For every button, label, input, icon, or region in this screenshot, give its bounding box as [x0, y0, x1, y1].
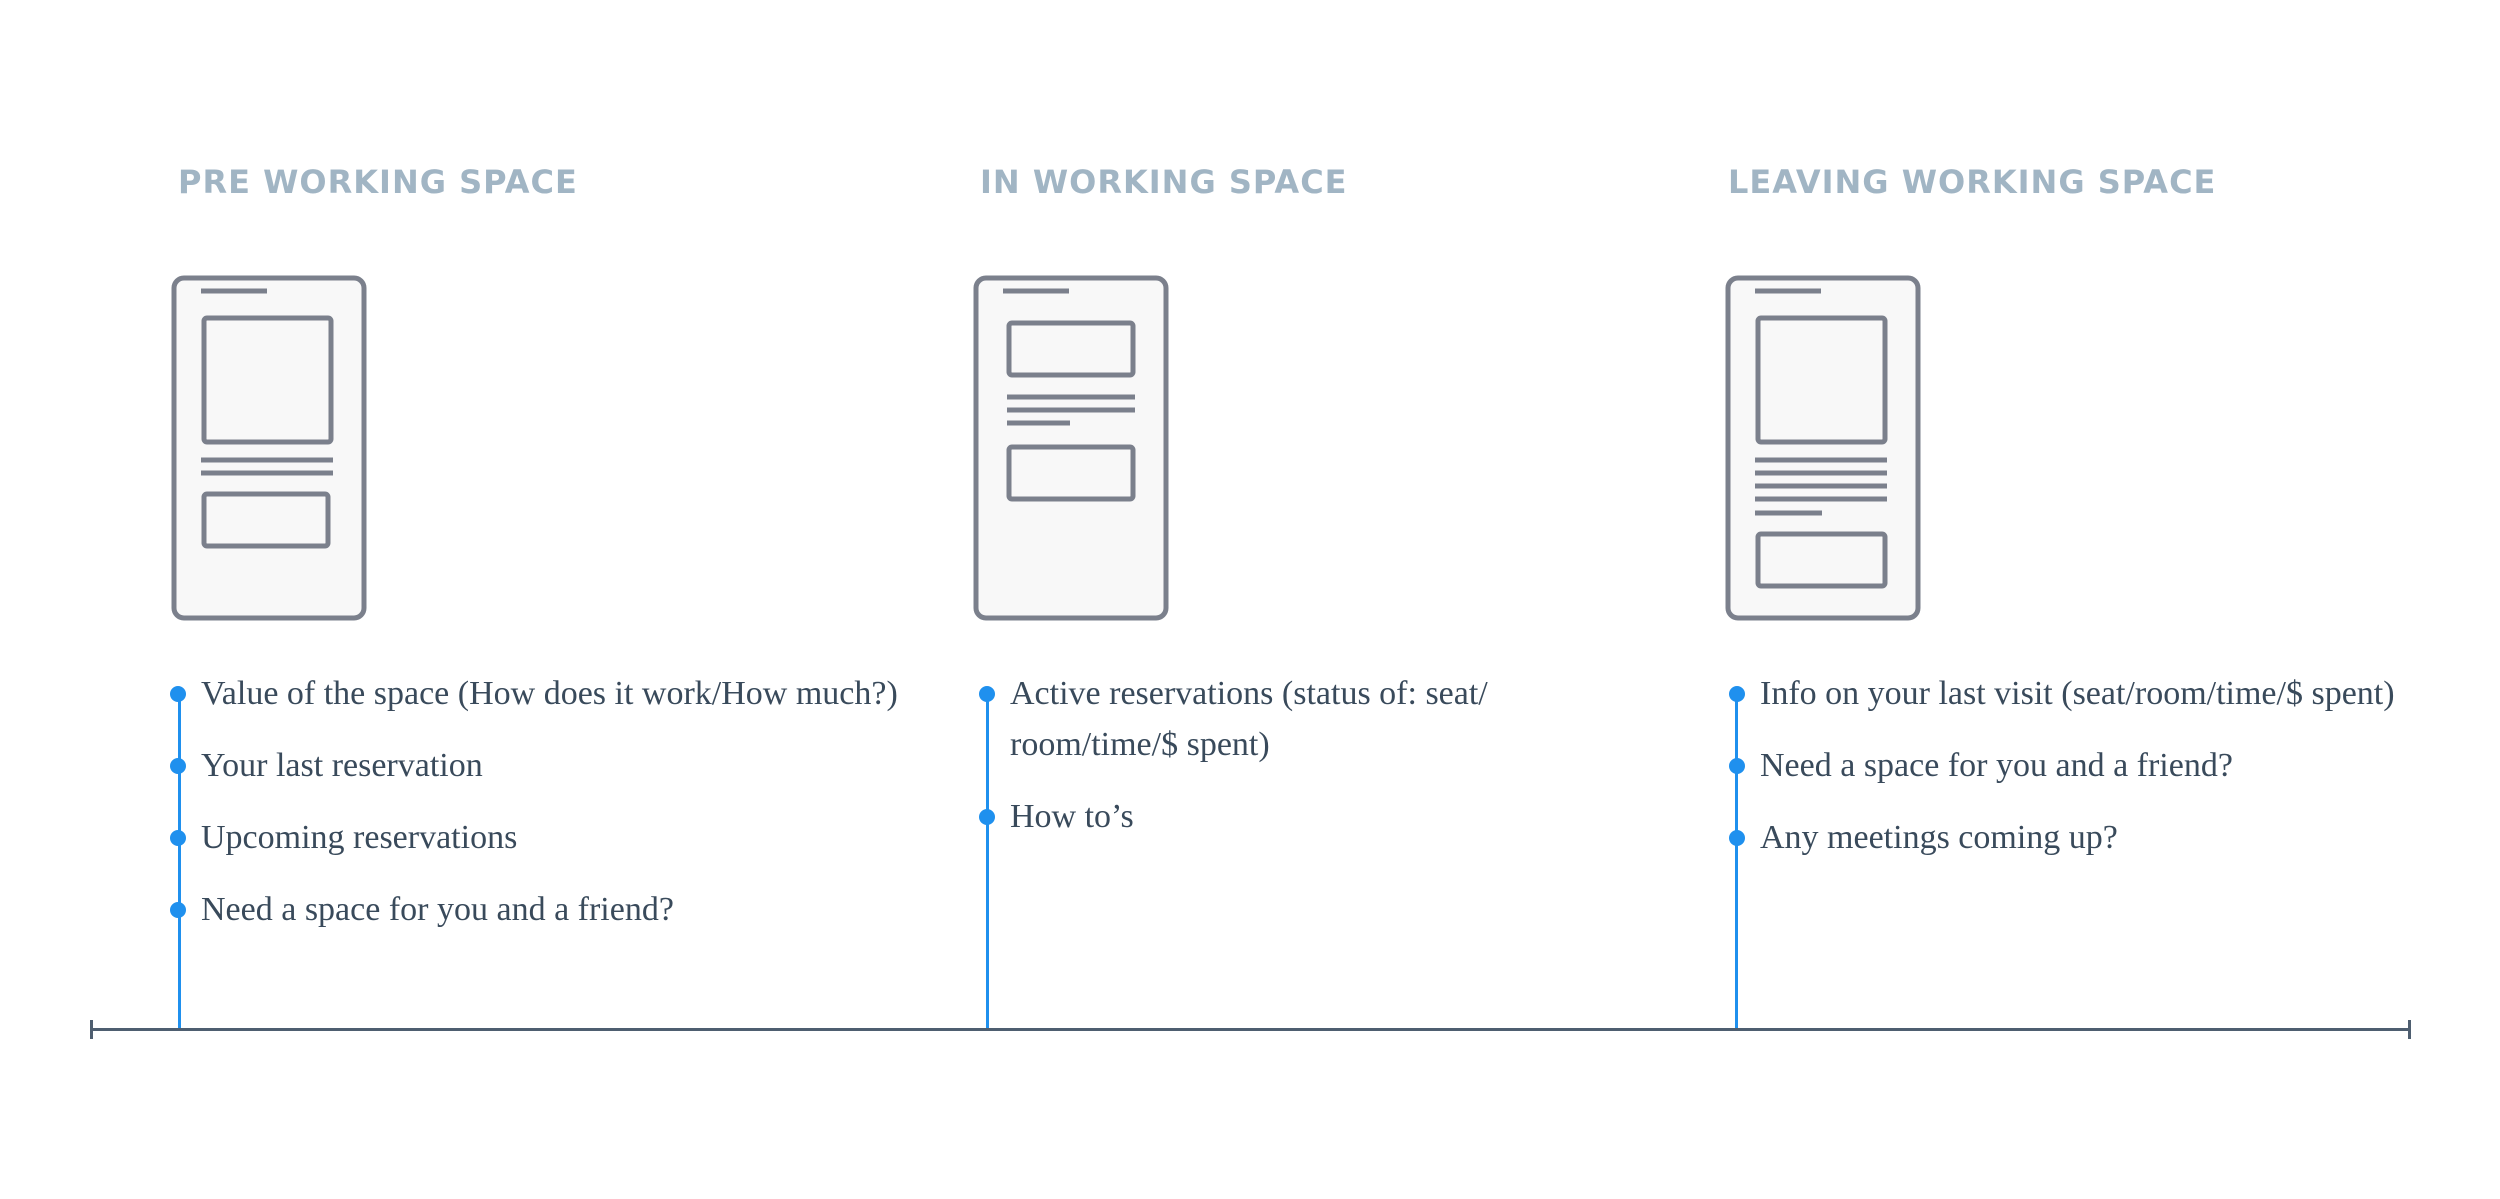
bullet-list-pre: Value of the space (How does it work/How…: [170, 668, 901, 956]
bullet-dot-icon: [170, 686, 186, 702]
list-item: Your last reservation: [170, 740, 901, 791]
list-item-text: How to’s: [1010, 798, 1134, 835]
bullet-list-in: Active reservations (status of: seat/ ro…: [979, 668, 1570, 863]
list-item: Any meetings coming up?: [1729, 812, 2400, 863]
list-item: Info on your last visit (seat/room/time/…: [1729, 668, 2400, 719]
bullet-dot-icon: [1729, 686, 1745, 702]
phone-wireframe-leaving: [1725, 275, 1921, 621]
list-item-text: Upcoming reservations: [201, 819, 518, 856]
bullet-dot-icon: [979, 686, 995, 702]
list-item: Active reservations (status of: seat/ ro…: [979, 668, 1570, 770]
stage-title-pre: PRE WORKING SPACE: [178, 163, 578, 201]
bullet-dot-icon: [979, 809, 995, 825]
list-item-text: Info on your last visit (seat/room/time/…: [1760, 675, 2395, 712]
list-item-text: Active reservations (status of: seat/ ro…: [1010, 675, 1488, 763]
list-item: Upcoming reservations: [170, 812, 901, 863]
phone-wireframe-icon: [1725, 275, 1921, 621]
list-item-text: Your last reservation: [201, 747, 483, 784]
phone-wireframe-icon: [973, 275, 1169, 621]
bullet-dot-icon: [1729, 830, 1745, 846]
list-item-text: Any meetings coming up?: [1760, 819, 2118, 856]
list-item: Need a space for you and a friend?: [170, 884, 901, 935]
stage-title-in: IN WORKING SPACE: [980, 163, 1348, 201]
list-item-text: Value of the space (How does it work/How…: [201, 675, 898, 712]
timeline-axis: [90, 1028, 2410, 1031]
phone-wireframe-icon: [171, 275, 367, 621]
list-item: Need a space for you and a friend?: [1729, 740, 2400, 791]
bullet-dot-icon: [170, 902, 186, 918]
timeline-connector-in: [986, 694, 989, 1029]
bullet-dot-icon: [170, 830, 186, 846]
phone-wireframe-pre: [171, 275, 367, 621]
list-item: Value of the space (How does it work/How…: [170, 668, 901, 719]
phone-wireframe-in: [973, 275, 1169, 621]
bullet-dot-icon: [170, 758, 186, 774]
bullet-dot-icon: [1729, 758, 1745, 774]
timeline-axis-start-tick: [90, 1020, 93, 1039]
list-item-text: Need a space for you and a friend?: [1760, 747, 2233, 784]
list-item: How to’s: [979, 791, 1570, 842]
bullet-list-leaving: Info on your last visit (seat/room/time/…: [1729, 668, 2400, 884]
timeline-connector-pre: [178, 694, 181, 1029]
timeline-connector-leaving: [1735, 694, 1738, 1029]
stage-title-leaving: LEAVING WORKING SPACE: [1728, 163, 2217, 201]
list-item-text: Need a space for you and a friend?: [201, 891, 674, 928]
timeline-axis-end-tick: [2408, 1020, 2411, 1039]
